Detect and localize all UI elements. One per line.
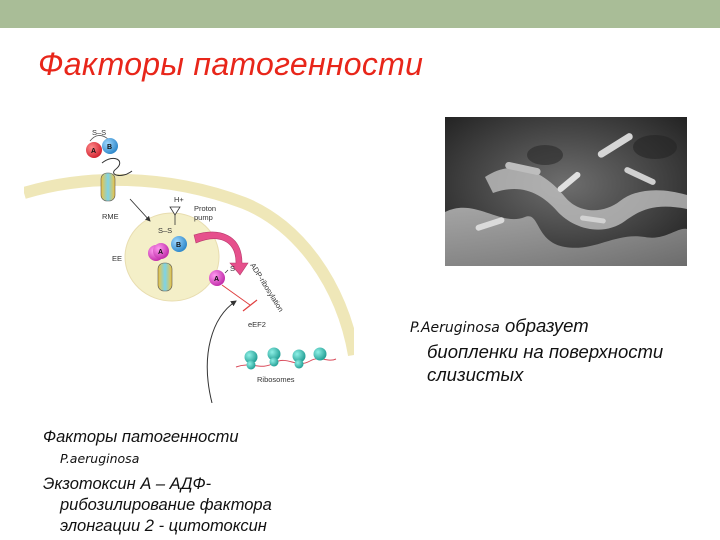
ribosomes-label: Ribosomes xyxy=(257,375,295,384)
biofilm-caption-line3: слизистых xyxy=(427,364,524,385)
ss-bond-top-label: S–S xyxy=(92,128,106,137)
ribosome-1-small xyxy=(246,360,256,370)
exotoxin-caption-species: P.aeruginosa xyxy=(60,451,140,466)
subunit-b-mid-label: B xyxy=(176,242,181,249)
ribosome-2-small xyxy=(269,357,279,367)
subunit-a-free-label: A xyxy=(214,276,219,283)
slide-title: Факторы патогенности xyxy=(38,46,424,82)
ss-bond-mid-label: S–S xyxy=(158,226,172,235)
ribosome-2 xyxy=(267,347,281,361)
adp-ribosylation-label: ADP-ribosylation xyxy=(248,261,285,313)
biofilm-micrograph-image xyxy=(445,117,687,266)
subunit-b-mid xyxy=(171,236,187,252)
ee-label: EE xyxy=(112,254,122,263)
subunit-a-free xyxy=(209,270,225,286)
proton-pump-label-1: Proton xyxy=(194,204,216,213)
ribosome-3 xyxy=(292,349,306,363)
rme-label: RME xyxy=(102,212,119,221)
exotoxin-caption-line5: элонгации 2 - цитотоксин xyxy=(60,517,267,535)
exotoxin-mechanism-diagram: S–S A B RME H+ Proton pump S–S B A EE A … xyxy=(24,128,354,403)
subunit-b-top xyxy=(102,138,118,154)
ribosome-3-small xyxy=(294,359,304,369)
biofilm-caption-species: P.Aeruginosa xyxy=(410,320,500,336)
subunit-b-top-label: B xyxy=(107,144,112,151)
biofilm-caption-line1: образует xyxy=(499,315,589,336)
subunit-a-top-label: A xyxy=(91,148,96,155)
biofilm-caption: P.Aeruginosa образует биопленки на повер… xyxy=(410,314,710,386)
proton-pump-icon xyxy=(169,206,181,216)
receptor-top xyxy=(100,172,116,202)
subunit-a-mid-label: A xyxy=(158,249,163,256)
cell-membrane xyxy=(24,173,354,357)
receptor-mid xyxy=(157,262,173,292)
top-decor-bar xyxy=(0,0,720,28)
proton-pump-label-2: pump xyxy=(194,213,213,222)
biofilm-caption-line2: биопленки на поверхности xyxy=(427,341,664,362)
ribosome-1 xyxy=(244,350,258,364)
exotoxin-caption: Факторы патогенности P.aeruginosa Экзото… xyxy=(43,427,343,537)
sh-label: S xyxy=(230,264,235,273)
ribosome-4 xyxy=(313,347,327,361)
translocation-arrow xyxy=(193,231,249,276)
exotoxin-caption-line4: рибозилирование фактора xyxy=(60,496,272,514)
exotoxin-caption-line3: Экзотоксин А – АДФ- xyxy=(43,475,212,493)
exotoxin-caption-line1: Факторы патогенности xyxy=(43,428,239,446)
h-plus-label: H+ xyxy=(174,195,184,204)
subunit-a-top xyxy=(86,142,102,158)
subunit-a-mid-2 xyxy=(153,243,169,259)
eef2-label: eEF2 xyxy=(248,320,266,329)
